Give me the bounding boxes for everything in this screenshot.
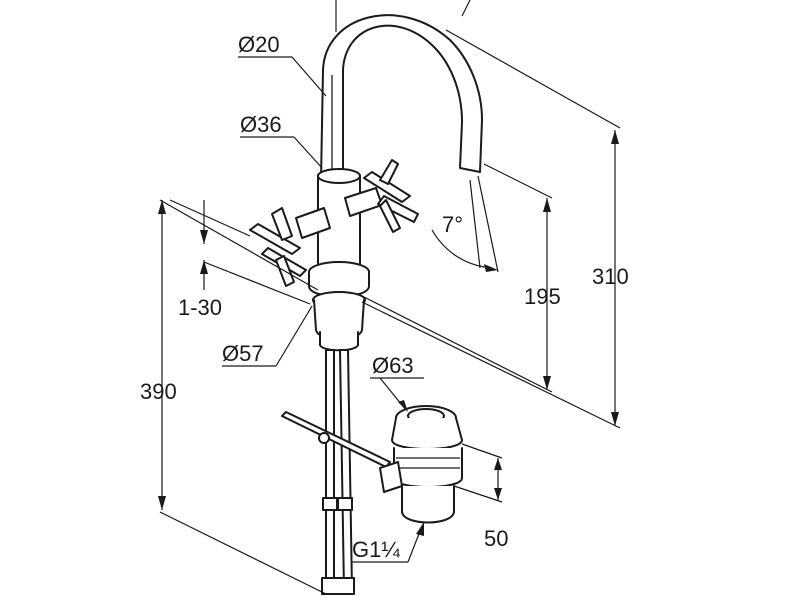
label-drain-diameter: Ø63 bbox=[372, 353, 414, 378]
label-spout-outlet-height: 195 bbox=[524, 284, 561, 309]
label-spout-angle: 7° bbox=[442, 212, 463, 237]
label-base-diameter: Ø57 bbox=[222, 341, 264, 366]
right-cross-handle bbox=[344, 159, 419, 233]
base-flange bbox=[308, 261, 370, 352]
spout bbox=[320, 14, 483, 181]
label-drain-height: 50 bbox=[484, 526, 508, 551]
pop-up-rod bbox=[281, 411, 391, 468]
label-adjustment-range: 1-30 bbox=[178, 295, 222, 320]
label-body-diameter: Ø36 bbox=[240, 112, 282, 137]
supply-hoses bbox=[321, 349, 355, 595]
dimension-labels: Ø20 Ø36 1-30 Ø57 Ø63 390 195 310 7° 50 G… bbox=[140, 32, 629, 562]
label-spout-diameter: Ø20 bbox=[238, 32, 280, 57]
label-total-height-below: 390 bbox=[140, 379, 177, 404]
faucet-assembly bbox=[249, 14, 483, 595]
label-drain-thread: G1¼ bbox=[352, 537, 400, 562]
dimension-lines bbox=[158, 0, 621, 595]
pop-up-waste bbox=[379, 405, 463, 524]
left-cross-handle bbox=[249, 207, 331, 287]
label-overall-height: 310 bbox=[592, 264, 629, 289]
